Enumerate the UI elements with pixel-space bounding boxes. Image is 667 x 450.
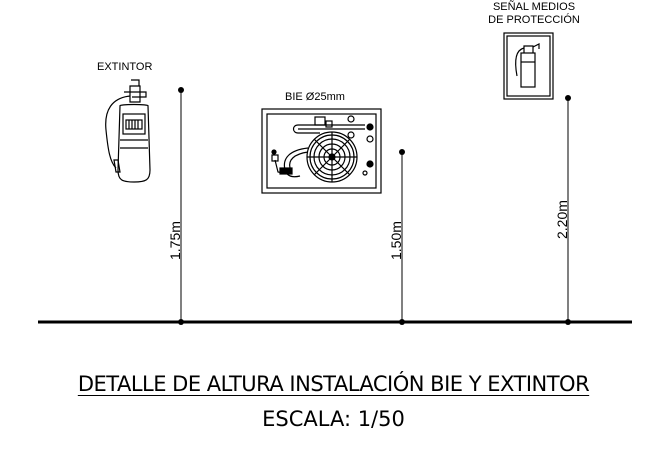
extintor-dimension-line [178, 87, 184, 325]
fire-hose-cabinet-icon [261, 108, 382, 194]
protection-sign-icon [503, 32, 554, 100]
senal-label: SEÑAL MEDIOS DE PROTECCIÓN [474, 1, 594, 27]
senal-label-line2: DE PROTECCIÓN [488, 14, 580, 26]
bie-dimension-line [399, 149, 405, 325]
drawing-scale: ESCALA: 1/50 [262, 407, 405, 431]
extintor-height-label: 1.75m [167, 221, 183, 260]
bie-height-label: 1.50m [388, 221, 404, 260]
extintor-label: EXTINTOR [97, 61, 153, 73]
senal-label-line1: SEÑAL MEDIOS [492, 1, 576, 13]
drawing-title-text: DETALLE DE ALTURA INSTALACIÓN BIE Y EXTI… [77, 372, 590, 396]
drawing-title: DETALLE DE ALTURA INSTALACIÓN BIE Y EXTI… [0, 372, 667, 396]
bie-label: BIE Ø25mm [285, 91, 345, 103]
fire-extinguisher-icon [105, 79, 151, 183]
senal-height-label: 2.20m [554, 200, 570, 239]
senal-dimension-line [565, 95, 571, 325]
